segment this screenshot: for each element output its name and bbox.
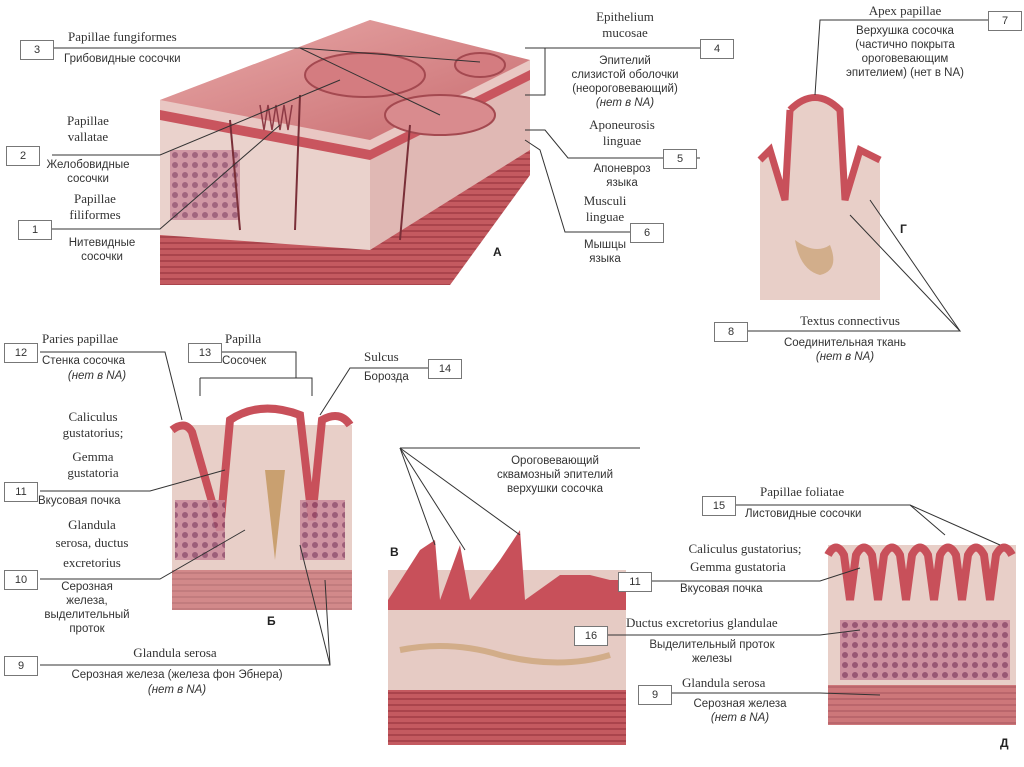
label-12-russian: Стенка сосочка: [42, 355, 126, 367]
label-14-russian: Борозда: [364, 371, 409, 383]
label-15-russian: Листовидные сосочки: [745, 508, 862, 520]
label-11b-latin-1: Caliculus gustatorius;: [688, 541, 802, 556]
label-11a-latin-4: gustatoria: [67, 465, 119, 480]
label-11a-number: 11: [4, 482, 38, 502]
label-9b-latin: Glandula serosa: [682, 675, 766, 690]
label-10-latin-3: excretorius: [63, 555, 121, 570]
label-4-note: (нет в NA): [595, 97, 655, 109]
label-6-russian-1: Мышцы: [584, 239, 626, 251]
label-2-russian-2: сосочки: [67, 173, 109, 185]
panel-letter-b: Б: [267, 614, 276, 628]
label-8-russian: Соединительная ткань: [783, 337, 907, 349]
label-7-russian-2: (частично покрыта: [855, 39, 955, 51]
label-11a-latin-1: Caliculus: [68, 409, 118, 424]
label-2-russian-1: Желобовидные: [46, 159, 130, 171]
label-16-latin: Ductus excretorius glandulae: [626, 615, 778, 630]
label-4-russian-3: (неороговевающий): [572, 83, 678, 95]
label-9a-russian: Серозная железа (железа фон Эбнера): [71, 669, 283, 681]
label-10-russian-4: проток: [69, 623, 105, 635]
panel-v-filiform-papillae: [388, 530, 626, 745]
panel-letter-a: А: [493, 245, 502, 259]
label-2-number: 2: [6, 146, 40, 166]
label-1-latin-1: Papillae: [74, 191, 116, 206]
panel-a-tongue-block: [160, 20, 530, 285]
label-7-latin: Apex papillae: [868, 3, 942, 18]
label-4-russian-2: слизистой оболочки: [571, 69, 679, 81]
label-12-latin: Paries papillae: [42, 331, 119, 346]
label-14-latin: Sulcus: [364, 349, 399, 364]
label-3-number: 3: [20, 40, 54, 60]
label-3-russian: Грибовидные сосочки: [64, 53, 181, 65]
label-13-russian: Сосочек: [222, 355, 267, 367]
label-keratinized-russian-2: сквамозный эпителий: [496, 469, 614, 481]
label-3-latin: Papillae fungiformes: [68, 29, 177, 44]
label-1-number: 1: [18, 220, 52, 240]
label-13-latin: Papilla: [225, 331, 262, 346]
label-7-number: 7: [988, 11, 1022, 31]
panel-g-papilla: [757, 94, 882, 300]
label-12-number: 12: [4, 343, 38, 363]
label-11b-number: 11: [618, 572, 652, 592]
label-9b-note: (нет в NA): [710, 712, 770, 724]
label-4-number: 4: [700, 39, 734, 59]
label-15-latin: Papillae foliatae: [760, 484, 845, 499]
label-9a-number: 9: [4, 656, 38, 676]
label-8-latin: Textus connectivus: [800, 313, 900, 328]
label-5-number: 5: [663, 149, 697, 169]
label-11a-latin-3: Gemma: [72, 449, 114, 464]
label-7-russian-4: эпителием) (нет в NA): [846, 67, 964, 79]
label-10-russian-2: железа,: [66, 595, 108, 607]
label-6-latin-2: linguae: [585, 209, 625, 224]
leader-lines: [40, 19, 1001, 696]
label-16-russian-2: железы: [691, 653, 733, 665]
label-11a-russian: Вкусовая почка: [38, 495, 121, 507]
label-6-latin-1: Musculi: [583, 193, 627, 208]
label-16-number: 16: [574, 626, 608, 646]
label-9a-latin: Glandula serosa: [133, 645, 217, 660]
label-11b-russian: Вкусовая почка: [680, 583, 763, 595]
label-1-russian-2: сосочки: [81, 251, 123, 263]
label-1-russian-1: Нитевидные: [68, 237, 136, 249]
label-11a-latin-2: gustatorius;: [62, 425, 124, 440]
label-1-latin-2: filiformes: [69, 207, 121, 222]
label-10-latin-1: Glandula: [68, 517, 116, 532]
label-10-russian-1: Серозная: [61, 581, 113, 593]
panel-d-foliate-papillae: [824, 543, 1016, 725]
label-2-latin-2: vallatae: [67, 129, 109, 144]
label-keratinized-russian-1: Ороговевающий: [511, 455, 599, 467]
label-8-note: (нет в NA): [815, 351, 875, 363]
label-4-latin-1: Epithelium: [596, 9, 654, 24]
label-15-number: 15: [702, 496, 736, 516]
panel-letter-d: Д: [1000, 736, 1009, 750]
label-5-russian-1: Апоневроз: [593, 163, 651, 175]
label-10-russian-3: выделительный: [44, 609, 130, 621]
panel-letter-g: Г: [900, 222, 907, 236]
label-4-latin-2: mucosae: [602, 25, 648, 40]
panel-letter-v: В: [390, 545, 399, 559]
label-10-latin-2: serosa, ductus: [55, 535, 129, 550]
label-16-russian-1: Выделительный проток: [649, 639, 775, 651]
label-14-number: 14: [428, 359, 462, 379]
label-9b-number: 9: [638, 685, 672, 705]
label-5-latin-1: Aponeurosis: [589, 117, 655, 132]
label-10-number: 10: [4, 570, 38, 590]
label-9a-note: (нет в NA): [147, 684, 207, 696]
label-5-russian-2: языка: [606, 177, 638, 189]
label-13-number: 13: [188, 343, 222, 363]
label-12-note: (нет в NA): [67, 370, 127, 382]
label-keratinized-russian-3: верхушки сосочка: [507, 483, 603, 495]
label-6-russian-2: языка: [589, 253, 621, 265]
label-11b-latin-2: Gemma gustatoria: [690, 559, 786, 574]
label-7-russian-1: Верхушка сосочка: [856, 25, 954, 37]
label-5-latin-2: linguae: [602, 133, 642, 148]
label-4-russian-1: Эпителий: [599, 55, 651, 67]
label-6-number: 6: [630, 223, 664, 243]
label-7-russian-3: ороговевающим: [861, 53, 949, 65]
panel-b-vallate-papilla: [169, 404, 354, 610]
label-8-number: 8: [714, 322, 748, 342]
label-9b-russian: Серозная железа: [693, 698, 787, 710]
label-2-latin-1: Papillae: [67, 113, 109, 128]
